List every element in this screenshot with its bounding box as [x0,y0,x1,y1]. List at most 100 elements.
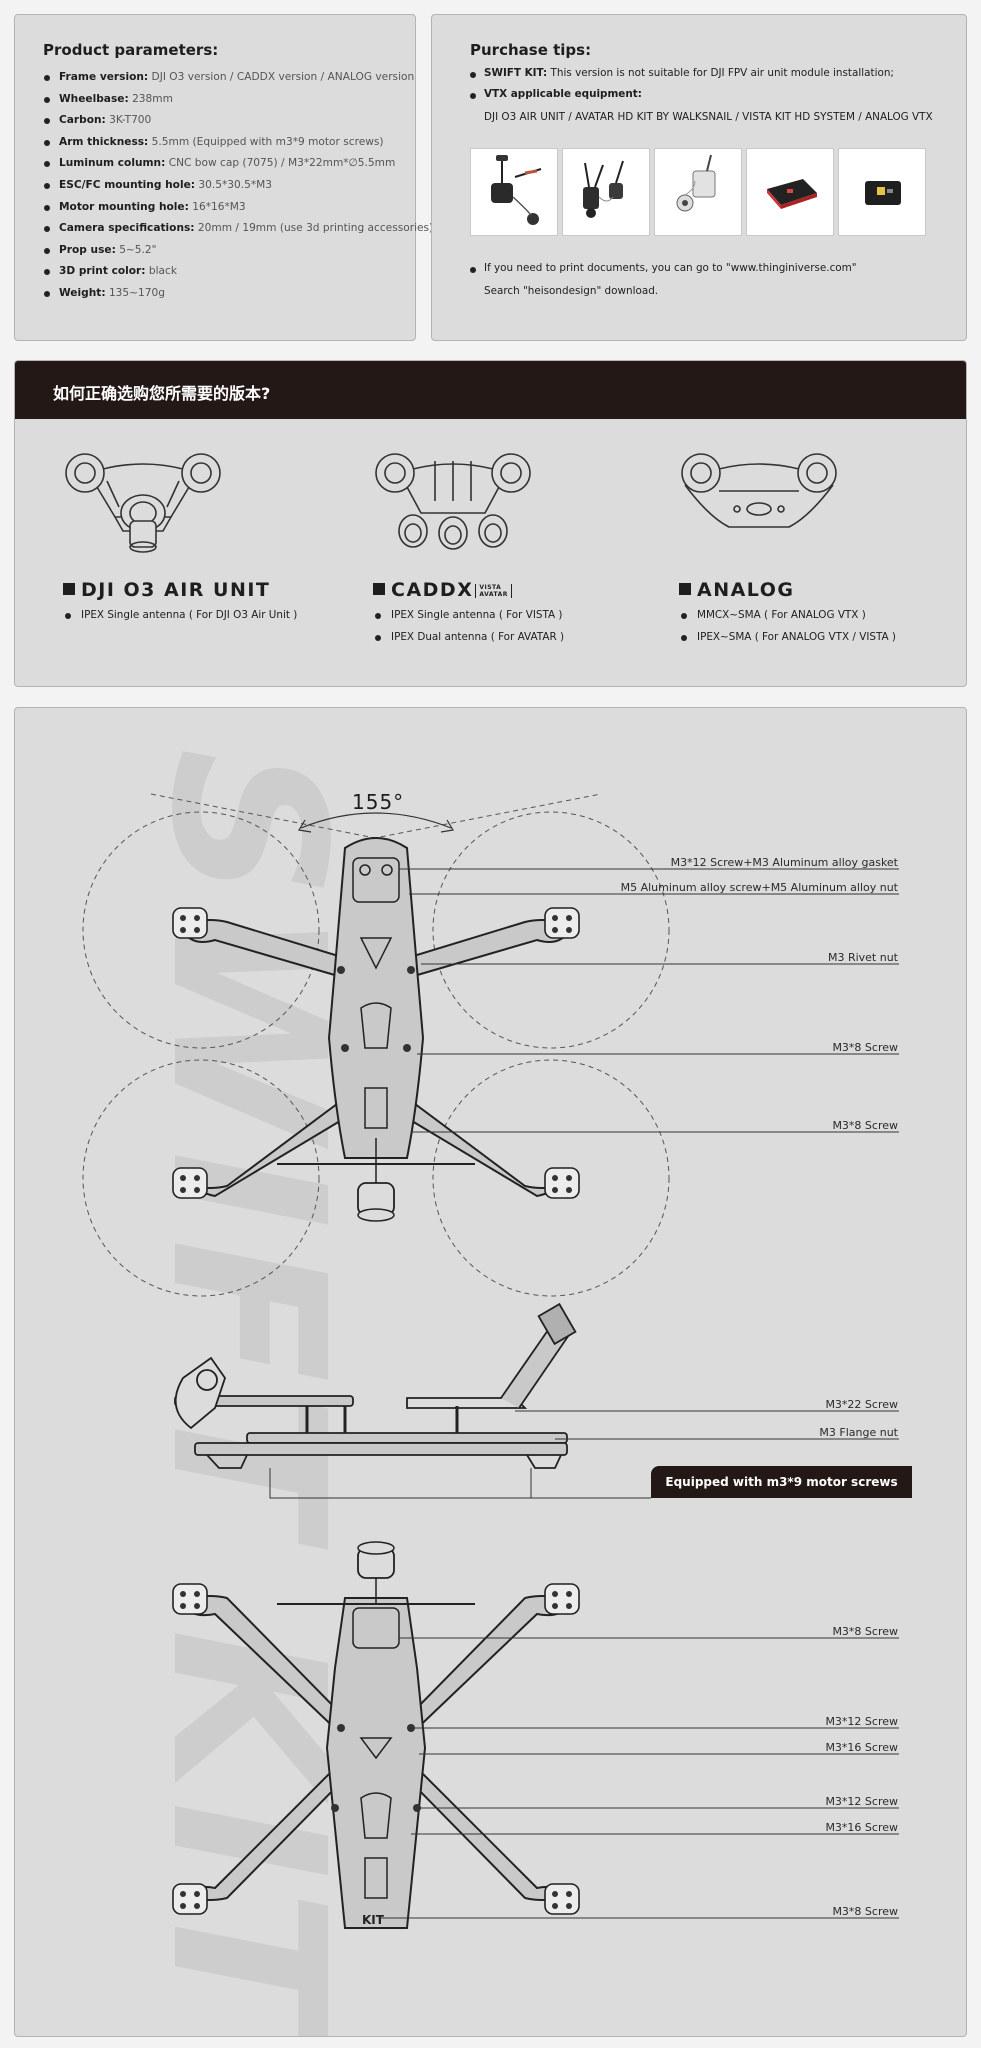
parameter-value: 20mm / 19mm (use 3d printing accessories… [197,222,434,235]
angle-label: 155° [352,790,405,814]
product-thumbnail-dji-o3 [470,148,558,236]
swift-kit-label: SWIFT KIT: [484,67,548,79]
swift-kit-text: This version is not suitable for DJI FPV… [550,67,894,79]
parameter-label: Wheelbase: [59,92,129,105]
parameter-label: Frame version: [59,71,149,83]
parameter-value: 5.5mm (Equipped with m3*9 motor screws) [151,135,384,148]
callout-label: M3*16 Screw [825,1741,898,1754]
parameter-label: 3D print color: [59,265,146,278]
version-name-dji-o3: DJI O3 AIR UNIT [63,579,270,601]
versions-header: 如何正确选购您所需要的版本? [15,361,966,419]
parameter-value: black [148,265,178,278]
parameter-label: ESC/FC mounting hole: [59,178,195,191]
analog-mount-illustration [681,453,837,528]
callout-label: M3*12 Screw [825,1715,898,1728]
parameter-label: Prop use: [59,243,116,256]
motor-screw-badge: Equipped with m3*9 motor screws [651,1466,912,1498]
callout-label: M3*12 Screw+M3 Aluminum alloy gasket [670,856,898,869]
parameter-label: Arm thickness: [59,135,149,148]
version-marker [373,583,385,595]
parameter-list: Frame version: DJI O3 version / CADDX ve… [43,67,433,305]
parameter-item: Camera specifications: 20mm / 19mm (use … [43,218,433,240]
vista-kit-image [676,154,716,212]
walksnail-kit-image [583,160,624,218]
parameter-item: 3D print color: black [43,261,413,283]
parameter-value: CNC bow cap (7075) / M3*22mm*∅5.5mm [168,157,396,170]
parameter-value: 135~170g [108,286,165,299]
parameter-label: Camera specifications: [59,222,195,235]
version-item: IPEX Single antenna ( For DJI O3 Air Uni… [65,609,297,621]
parameter-item: ESC/FC mounting hole: 30.5*30.5*M3 [43,175,413,197]
parameter-value: 3K-T700 [109,114,152,127]
parameter-value: DJI O3 version / CADDX version / ANALOG … [151,71,415,83]
parameter-value: 30.5*30.5*M3 [198,178,273,191]
parameter-label: Carbon: [59,114,106,127]
parameter-item: Motor mounting hole: 16*16*M3 [43,197,413,219]
parameter-item: Prop use: 5~5.2" [43,240,413,262]
frame-top-view [82,793,899,1297]
purchase-tips-title: Purchase tips: [470,41,592,59]
version-name-analog: ANALOG [679,579,795,601]
version-item: IPEX Single antenna ( For VISTA ) [375,609,563,621]
swift-kit-tip: SWIFT KIT: This version is not suitable … [484,67,894,79]
parameter-label: Motor mounting hole: [59,200,189,213]
version-name-text: ANALOG [697,579,795,601]
version-item: IPEX~SMA ( For ANALOG VTX / VISTA ) [681,631,896,643]
vtx-tip-label: VTX applicable equipment: [484,88,642,100]
callout-label: M3 Flange nut [819,1426,898,1439]
version-item: MMCX~SMA ( For ANALOG VTX ) [681,609,866,621]
version-marker [679,583,691,595]
version-name-text: CADDX [391,579,474,601]
frame-diagram-panel: SWIFT KIT [14,707,967,2037]
parameter-item: Carbon: 3K-T700 [43,110,413,132]
callout-label: M5 Aluminum alloy screw+M5 Aluminum allo… [620,881,898,894]
product-thumbnail-vtx-red [746,148,834,236]
parameter-item: Wheelbase: 238mm [43,89,413,111]
product-parameters-panel: Product parameters: Frame version: DJI O… [14,14,433,341]
purchase-tips-panel: Purchase tips: SWIFT KIT: This version i… [431,14,967,341]
product-thumbnail-walksnail [562,148,650,236]
version-item: IPEX Dual antenna ( For AVATAR ) [375,631,564,643]
product-thumbnail-analog-vtx [838,148,926,236]
parameter-value: 16*16*M3 [192,200,246,213]
tip-bullet [470,93,476,99]
caddx-sub-bottom: AVATAR [479,590,508,598]
vtx-label: VTX applicable equipment: [484,88,642,100]
tip-bullet [470,72,476,78]
print-docs-line1: If you need to print documents, you can … [484,262,857,274]
callout-label: M3*8 Screw [832,1041,898,1054]
frame-kit-mark: KIT [362,1913,385,1927]
versions-panel: 如何正确选购您所需要的版本? [14,360,967,687]
callout-label: M3*8 Screw [832,1905,898,1918]
callout-label: M3*16 Screw [825,1821,898,1834]
print-docs-line2: Search "heisondesign" download. [484,285,659,297]
callout-label: M3*8 Screw [832,1119,898,1132]
tip-bullet [470,267,476,273]
parameter-label: Weight: [59,286,106,299]
caddx-mount-illustration [375,453,531,550]
frame-bottom-view: KIT [172,1541,899,1929]
vtx-list: DJI O3 AIR UNIT / AVATAR HD KIT BY WALKS… [484,111,933,123]
version-name-text: DJI O3 AIR UNIT [81,579,271,601]
vista-hd-system-image [767,179,817,209]
caddx-sub-top: VISTA [479,583,502,591]
parameter-item: Arm thickness: 5.5mm (Equipped with m3*9… [43,132,413,154]
product-thumbnail-vista [654,148,742,236]
callout-label: M3*22 Screw [825,1398,898,1411]
dji-o3-mount-illustration [65,453,221,553]
parameter-value: 5~5.2" [119,243,157,256]
versions-heading: 如何正确选购您所需要的版本? [53,384,271,403]
frame-side-view [174,1302,899,1499]
parameter-item: Frame version: DJI O3 version / CADDX ve… [43,67,415,89]
callout-label: M3 Rivet nut [827,951,898,964]
dji-o3-unit-image [491,155,542,225]
analog-vtx-image [865,181,901,205]
product-parameters-title: Product parameters: [43,41,219,59]
callout-label: M3*8 Screw [832,1625,898,1638]
parameter-label: Luminum column: [59,157,166,170]
parameter-value: 238mm [132,92,173,105]
parameter-item: Weight: 135~170g [43,283,413,305]
callout-label: M3*12 Screw [825,1795,898,1808]
